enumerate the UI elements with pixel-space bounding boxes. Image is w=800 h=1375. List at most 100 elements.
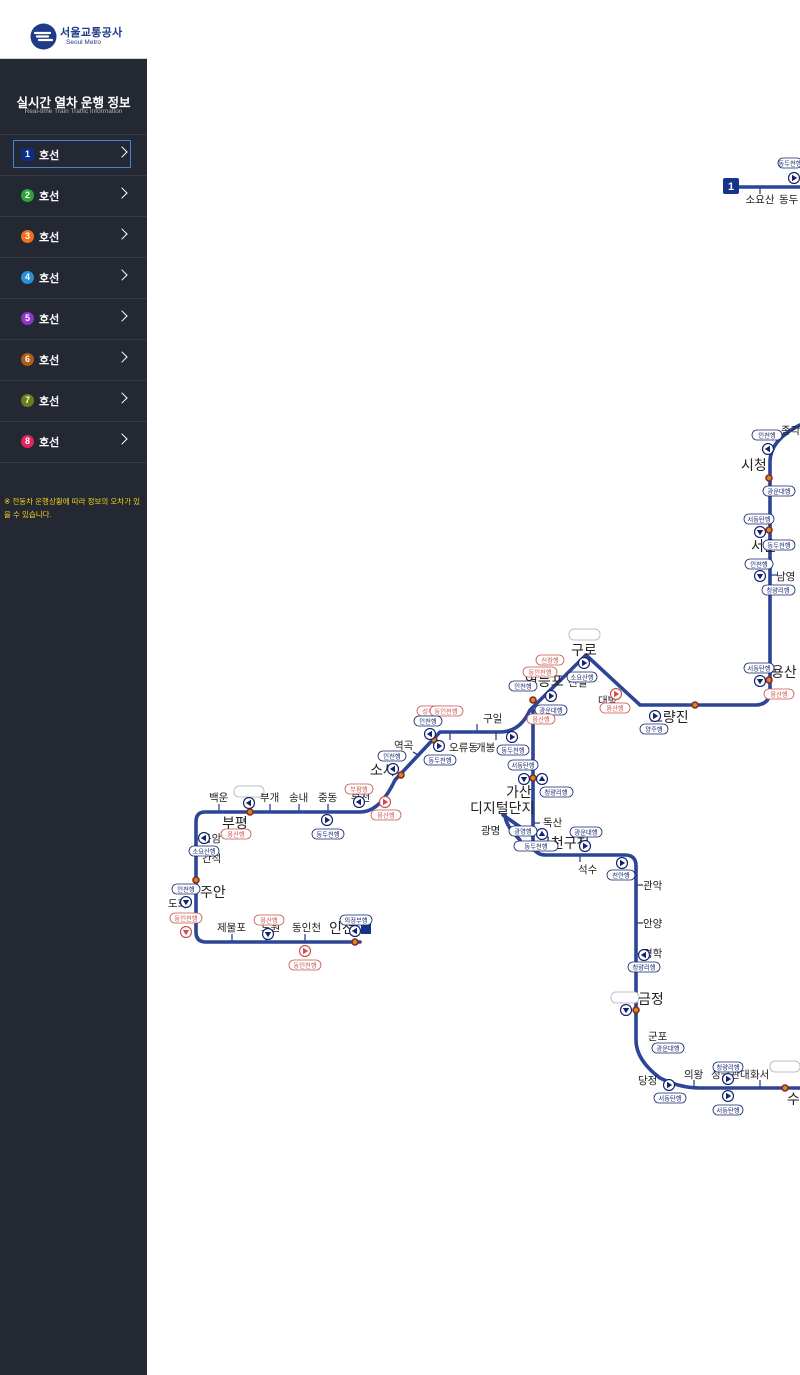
station-gwangmyeong: 광명	[481, 825, 500, 837]
line-map: 1 소요산 동두 종각 시청 서울 남영 용산 노량진 대방 신길 영등포 구로…	[168, 157, 800, 1116]
dest-tag: 광운대행	[651, 1042, 685, 1054]
train-arrow-icon	[349, 925, 361, 937]
station-digital: 디지털단지	[470, 800, 534, 816]
station-gaebong: 개봉	[476, 742, 496, 754]
station-jonggak: 종각	[781, 425, 800, 437]
dest-tag: 용산행	[763, 688, 795, 700]
dest-tag-label: 신창행	[541, 656, 559, 665]
dest-tag: 광운대행	[534, 704, 568, 716]
dest-tag: 청량리행	[712, 1061, 744, 1073]
station-baegun: 백운	[209, 792, 229, 804]
line-label: 호선	[39, 396, 60, 408]
line-badge: 7	[21, 394, 34, 407]
train-arrow-icon	[649, 710, 661, 722]
dest-tag-label: 동두천행	[767, 541, 790, 550]
train-arrow-icon	[180, 896, 192, 908]
chevron-right-icon	[116, 269, 128, 281]
line-badge: 6	[21, 353, 34, 366]
chevron-right-icon	[116, 433, 128, 445]
dest-tag-label: 인천행	[419, 717, 437, 726]
station-cityhall: 시청	[741, 457, 767, 473]
chevron-right-icon	[116, 187, 128, 199]
line-label: 호선	[39, 232, 60, 244]
dest-tag-label: 인천행	[758, 431, 776, 440]
dest-tag-label: 서동탄행	[511, 761, 534, 770]
dest-tag: 동두천행	[777, 157, 800, 169]
line-item-1[interactable]: 1 호선	[0, 134, 147, 175]
dest-tag: 부평행	[344, 783, 374, 795]
seoul-metro-emblem-icon	[30, 23, 57, 50]
train-markers	[180, 172, 800, 1102]
train-arrow-icon	[379, 796, 391, 808]
train-arrow-icon	[243, 797, 255, 809]
line-badge: 8	[21, 435, 34, 448]
dest-tag-label: 인천행	[514, 682, 532, 691]
logo-text-ko: 서울교통공사	[60, 27, 123, 39]
terminal-marker-incheon	[361, 921, 371, 934]
dest-tag: 동인천행	[522, 666, 558, 678]
station-oryudong: 오류동	[449, 742, 478, 754]
chevron-right-icon	[116, 392, 128, 404]
destination-tags: 동두천행 인천행 광운대행 서동탄행 동두천행 인천행 청량리행 서동탄행	[169, 157, 800, 1116]
dest-tag: 동두천행	[311, 828, 345, 840]
dest-tag-label: 동두천행	[316, 830, 339, 839]
line-item-8[interactable]: 8 호선	[0, 421, 147, 463]
line-1-marker-label: 1	[728, 181, 734, 193]
line-item-2[interactable]: 2 호선	[0, 175, 147, 216]
dest-tag: 인천행	[751, 429, 783, 441]
seoul-metro-logo[interactable]: 서울교통공사 Seoul Metro	[0, 0, 147, 59]
train-arrow-icon	[610, 688, 622, 700]
train-arrow-icon	[353, 796, 365, 808]
station-gunpo: 군포	[648, 1031, 668, 1043]
track	[194, 185, 800, 1090]
dest-tag: 동두천행	[762, 539, 796, 551]
train-arrow-icon	[433, 740, 445, 752]
train-arrow-icon	[578, 657, 590, 669]
notice-text: ※ 전동차 운행상황에 따라 정보의 오차가 있을 수 있습니다.	[4, 497, 141, 519]
line-item-5[interactable]: 5 호선	[0, 298, 147, 339]
station-yeokgok: 역곡	[394, 740, 414, 752]
train-arrow-icon	[788, 172, 800, 184]
dest-tag-label: 인천행	[383, 752, 401, 761]
dest-tag: 서동탄행	[712, 1104, 744, 1116]
station-hwaseo: 화서	[750, 1069, 769, 1081]
dest-tag-label: 서동탄행	[716, 1106, 739, 1115]
line-label: 호선	[39, 191, 60, 203]
dest-tag-label: 천안행	[612, 871, 630, 880]
sidebar-subtitle: Real-time Train Traffic Information	[24, 108, 123, 115]
train-arrow-icon	[506, 731, 518, 743]
station-jemulpo: 제물포	[217, 922, 246, 934]
train-arrow-icon	[180, 926, 192, 938]
station-dongincheon: 동인천	[292, 922, 321, 934]
line-item-3[interactable]: 3 호선	[0, 216, 147, 257]
dest-tag-label: 서동탄행	[747, 664, 770, 673]
train-arrow-icon	[620, 1004, 632, 1016]
dest-tag-label: 청량리행	[716, 1063, 739, 1072]
dest-tag-label: 인천행	[177, 885, 195, 894]
station-gwanak: 관악	[643, 880, 663, 892]
dest-tag: 서동탄행	[653, 1092, 687, 1104]
train-arrow-icon	[663, 1079, 675, 1091]
station-dangjeong: 당정	[638, 1075, 657, 1087]
station-gasan: 가산	[506, 784, 532, 800]
line-1-marker: 1	[723, 178, 739, 194]
dest-tag-label: 용산행	[606, 704, 624, 713]
line-label: 호선	[39, 273, 60, 285]
line-badge: 3	[21, 230, 34, 243]
station-suwon: 수	[787, 1091, 800, 1107]
line-badge: 4	[21, 271, 34, 284]
line-item-4[interactable]: 4 호선	[0, 257, 147, 298]
station-labels: 소요산 동두 종각 시청 서울 남영 용산 노량진 대방 신길 영등포 구로 구…	[168, 194, 800, 1107]
dest-tag: 청량리행	[627, 961, 661, 973]
line-label: 호선	[39, 150, 60, 162]
station-guro: 구로	[571, 642, 597, 658]
train-arrow-icon	[722, 1090, 734, 1102]
line-item-7[interactable]: 7 호선	[0, 380, 147, 421]
dest-tag-label: 동두천행	[778, 159, 800, 168]
line-item-6[interactable]: 6 호선	[0, 339, 147, 380]
dest-tag: 동인천행	[288, 959, 322, 971]
chevron-right-icon	[116, 351, 128, 363]
dest-tag: 천안행	[606, 869, 636, 881]
dest-tag: 용산행	[370, 809, 402, 821]
dest-tag: 동인천행	[169, 912, 203, 924]
